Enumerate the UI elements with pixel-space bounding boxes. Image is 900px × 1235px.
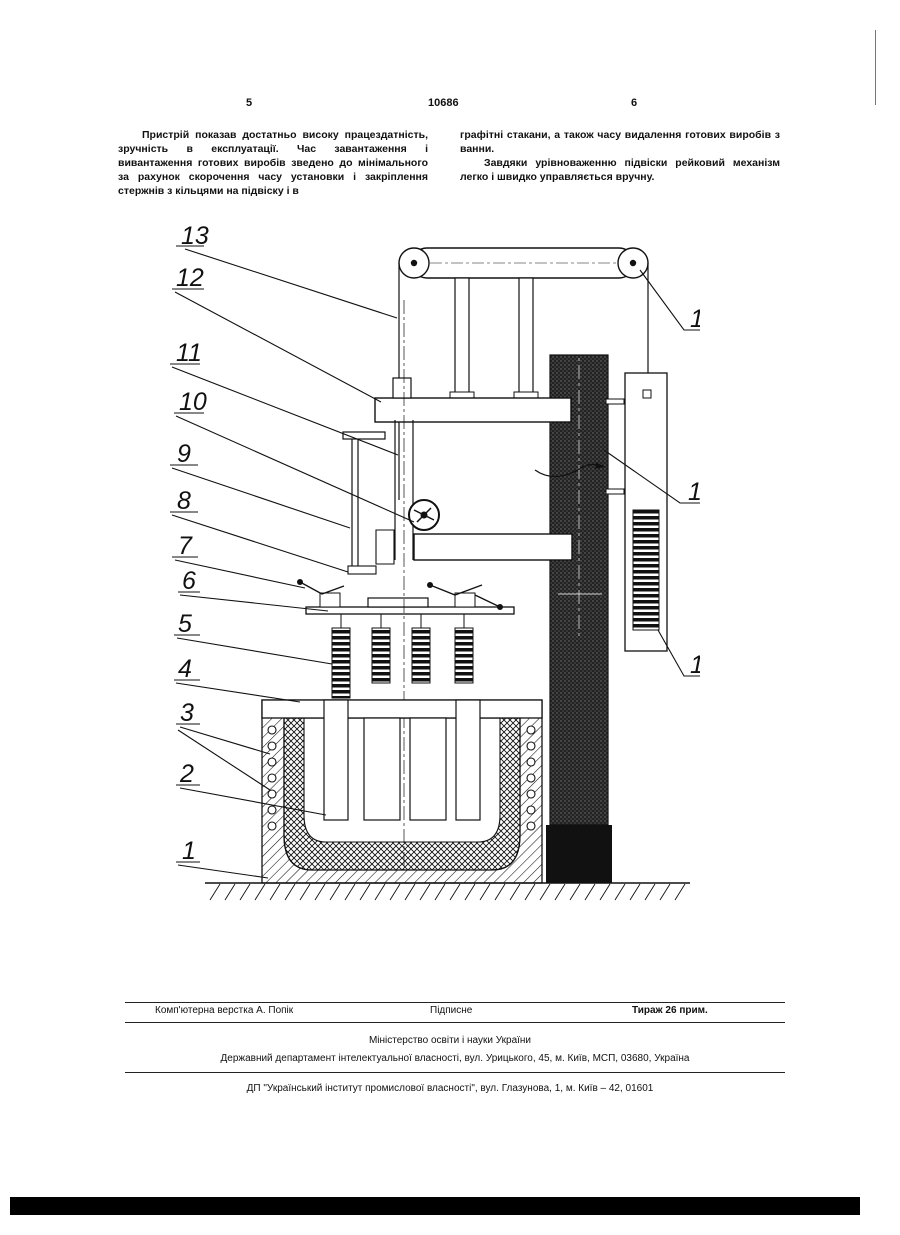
paragraph-right-1: графітні стакани, а також часу видалення… — [460, 128, 780, 156]
label-8: 8 — [177, 487, 191, 515]
footer-rule-top — [125, 1002, 785, 1003]
guide-rods — [450, 278, 538, 398]
page-number-left: 5 — [246, 97, 252, 109]
label-5: 5 — [178, 610, 192, 638]
document-number: 10686 — [428, 97, 459, 109]
footer-department: Державний департамент інтелектуальної вл… — [0, 1053, 900, 1064]
paragraph-left: Пристрій показав достатньо високу працез… — [118, 128, 428, 198]
page-number-right: 6 — [631, 97, 637, 109]
clamp-right — [427, 582, 503, 610]
rods-with-rings — [332, 614, 473, 698]
footer-compositor: Комп'ютерна верстка А. Попік — [155, 1005, 293, 1016]
label-16: 16 — [690, 651, 700, 679]
paragraph-right-2: Завдяки урівноваженню підвіски рейковий … — [460, 156, 780, 184]
footer-rule-bottom — [125, 1072, 785, 1073]
footer-rule-middle — [125, 1022, 785, 1023]
ground — [205, 883, 690, 900]
footer-circulation: Тираж 26 прим. — [632, 1005, 708, 1016]
text-column-right: графітні стакани, а також часу видалення… — [460, 128, 780, 184]
label-15: 15 — [688, 478, 700, 506]
lower-arm — [376, 530, 572, 564]
label-4: 4 — [178, 655, 192, 683]
label-13: 13 — [181, 222, 209, 250]
label-10: 10 — [179, 388, 207, 416]
label-11: 11 — [176, 339, 202, 367]
bath — [262, 700, 542, 883]
upper-arm — [375, 378, 571, 422]
scan-margin-line — [875, 30, 876, 105]
footer-ministry: Міністерство освіти і науки України — [0, 1035, 900, 1046]
label-12: 12 — [176, 264, 204, 292]
label-3: 3 — [180, 699, 194, 727]
label-6: 6 — [182, 567, 196, 595]
device-drawing: 13 12 11 10 9 8 7 6 5 4 3 2 1 14 15 16 — [160, 218, 700, 918]
suspension-plate — [297, 579, 514, 614]
label-9: 9 — [177, 440, 191, 468]
label-14: 14 — [690, 305, 700, 333]
label-2: 2 — [179, 760, 194, 788]
label-7: 7 — [178, 532, 193, 560]
text-column-left: Пристрій показав достатньо високу працез… — [118, 128, 428, 198]
label-1: 1 — [182, 837, 196, 865]
footer-signed: Підписне — [430, 1005, 472, 1016]
clamp-left — [297, 579, 344, 607]
scan-bottom-bar — [10, 1197, 860, 1215]
footer-institute: ДП "Український інститут промислової вла… — [0, 1083, 900, 1094]
